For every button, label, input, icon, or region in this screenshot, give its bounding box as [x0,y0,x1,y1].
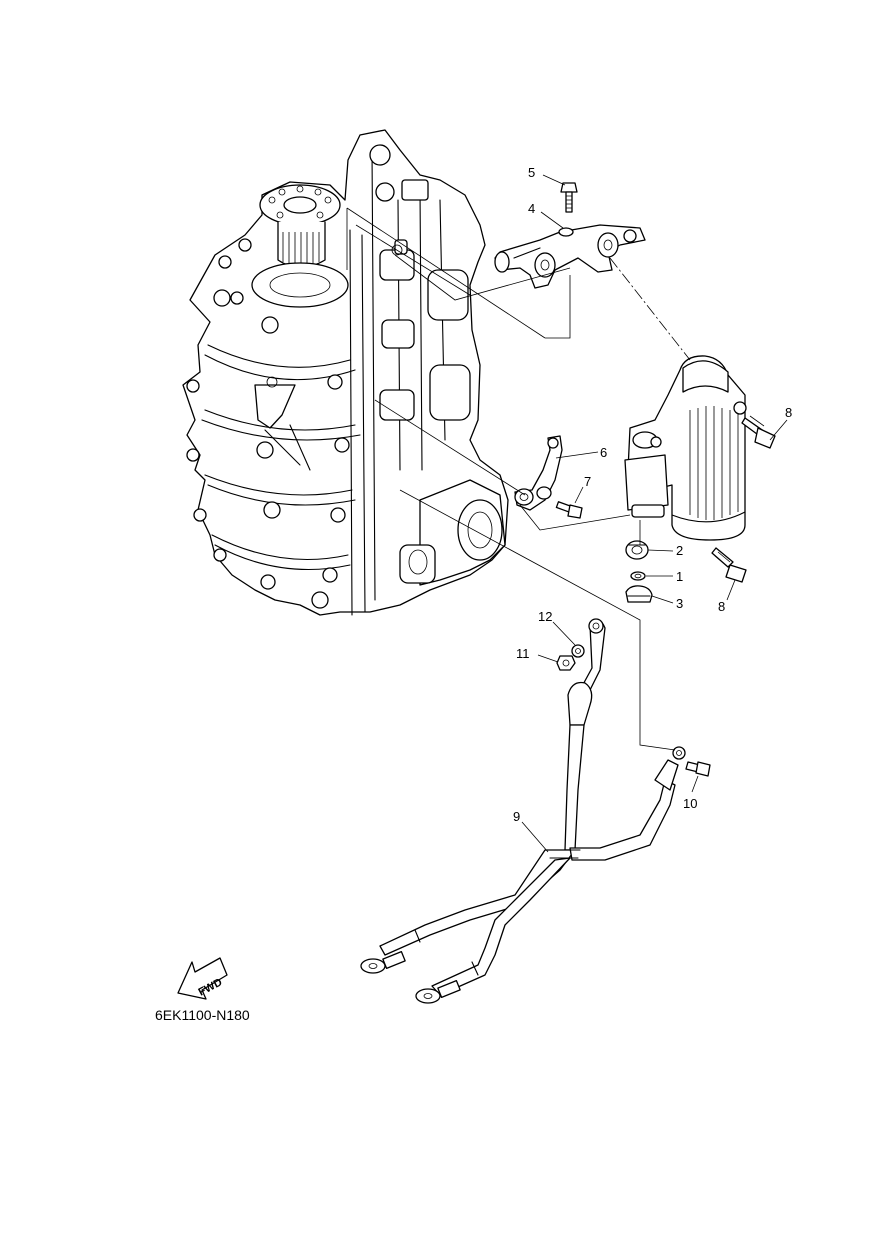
callout-5: 5 [528,165,535,180]
battery-cable-part-9 [360,618,686,1004]
bolt-part-8-upper [741,415,776,449]
callout-7: 7 [584,474,591,489]
callout-2: 2 [676,543,683,558]
nut-part-2 [625,540,649,560]
callout-10: 10 [683,796,697,811]
callout-4: 4 [528,201,535,216]
bracket-part-6 [514,435,563,511]
callout-leaders [521,174,788,853]
callout-12: 12 [538,609,552,624]
cap-part-3 [625,585,653,603]
nut-part-12 [571,644,585,658]
callout-8-lower: 8 [718,599,725,614]
bolt-part-8-lower [711,547,747,583]
starter-bracket-part-4 [494,224,646,289]
nut-part-11 [556,655,576,671]
assembly-guide-lines [346,207,691,751]
forward-direction-arrow: FWD [177,957,228,1000]
bolt-part-10 [685,761,711,777]
callout-9: 9 [513,809,520,824]
callout-3: 3 [676,596,683,611]
callout-1: 1 [676,569,683,584]
bolt-part-5 [560,182,578,213]
callout-numbers: 1 2 3 4 5 6 7 8 8 9 10 11 12 [513,165,792,824]
callout-6: 6 [600,445,607,460]
engine-block [182,129,509,616]
starter-motor [624,355,747,541]
diagram-code: 6EK1100-N180 [155,1007,250,1023]
washer-part-1 [630,571,646,581]
callout-8-upper: 8 [785,405,792,420]
bolt-part-7 [555,501,583,519]
callout-11: 11 [516,646,530,661]
